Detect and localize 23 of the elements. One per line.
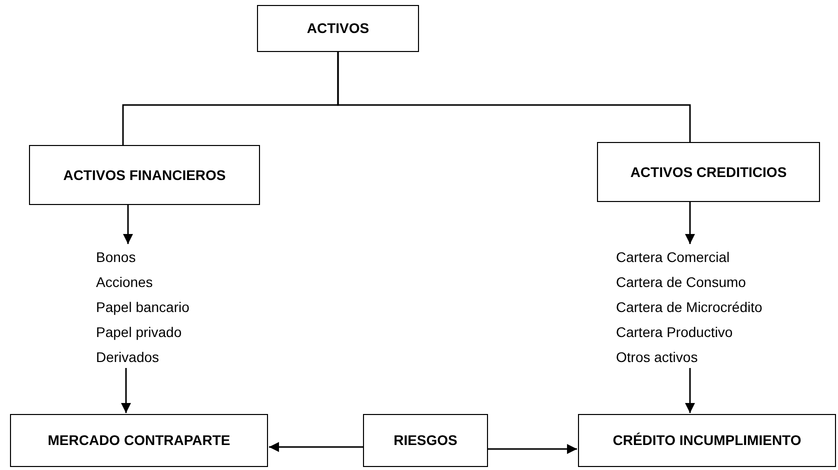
list-item: Papel bancario — [96, 298, 190, 317]
list-item: Cartera Comercial — [616, 248, 731, 267]
list-item: Acciones — [96, 273, 154, 292]
list-item: Otros activos — [616, 348, 699, 367]
connector-line — [337, 52, 691, 142]
process-box: ACTIVOS — [257, 5, 419, 52]
arrow — [123, 205, 133, 244]
arrow — [121, 368, 131, 413]
list-item: Cartera de Consumo — [616, 273, 747, 292]
list-item: Bonos — [96, 248, 137, 267]
list-item: Cartera de Microcrédito — [616, 298, 764, 317]
arrow — [269, 442, 363, 452]
process-box: CRÉDITO INCUMPLIMIENTO — [578, 414, 836, 467]
arrow — [488, 444, 577, 454]
arrow — [685, 368, 695, 413]
process-box: ACTIVOS CREDITICIOS — [597, 142, 820, 202]
list-item: Derivados — [96, 348, 160, 367]
arrow — [685, 202, 695, 244]
list-item: Papel privado — [96, 323, 183, 342]
process-box: RIESGOS — [363, 414, 488, 467]
process-box: ACTIVOS FINANCIEROS — [29, 145, 260, 205]
list-item: Cartera Productivo — [616, 323, 734, 342]
process-box: MERCADO CONTRAPARTE — [10, 414, 268, 467]
